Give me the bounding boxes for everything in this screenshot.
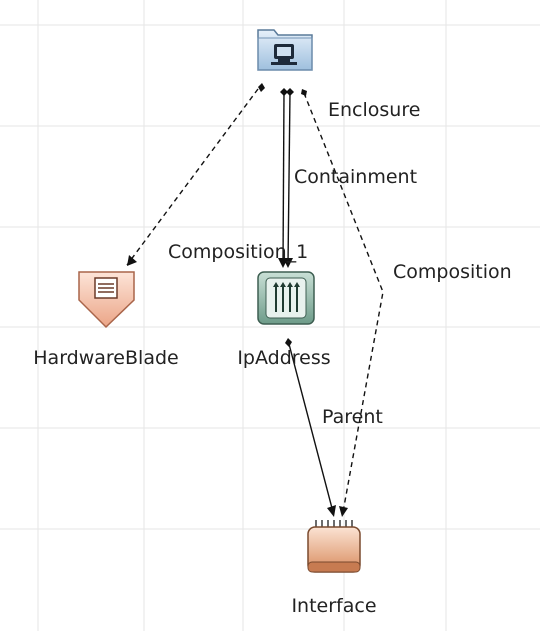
node-ipaddress[interactable]: IpAddress	[237, 271, 331, 369]
edge-composition[interactable]	[301, 89, 384, 517]
edge-parent[interactable]	[285, 338, 336, 517]
node-label-enclosure: Enclosure	[328, 99, 420, 121]
node-label-hardwareblade: HardwareBlade	[33, 347, 178, 369]
ip-address-icon	[257, 271, 315, 325]
edge-enclosure-hardwareblade[interactable]	[126, 83, 265, 266]
edge-label-parent: Parent	[322, 406, 383, 428]
edge-label-composition: Composition	[393, 261, 512, 283]
node-interface[interactable]: Interface	[291, 520, 377, 617]
hardware-blade-icon	[78, 271, 135, 329]
edge-label-composition-1: Composition_1	[168, 241, 308, 263]
node-hardwareblade[interactable]: HardwareBlade	[33, 271, 179, 369]
node-label-interface: Interface	[291, 595, 376, 617]
node-label-ipaddress: IpAddress	[237, 347, 330, 369]
node-enclosure[interactable]: Enclosure	[257, 29, 420, 121]
edge-containment[interactable]	[283, 88, 294, 268]
enclosure-folder-icon	[257, 29, 313, 71]
edge-label-containment: Containment	[294, 166, 417, 188]
interface-icon	[307, 520, 361, 573]
